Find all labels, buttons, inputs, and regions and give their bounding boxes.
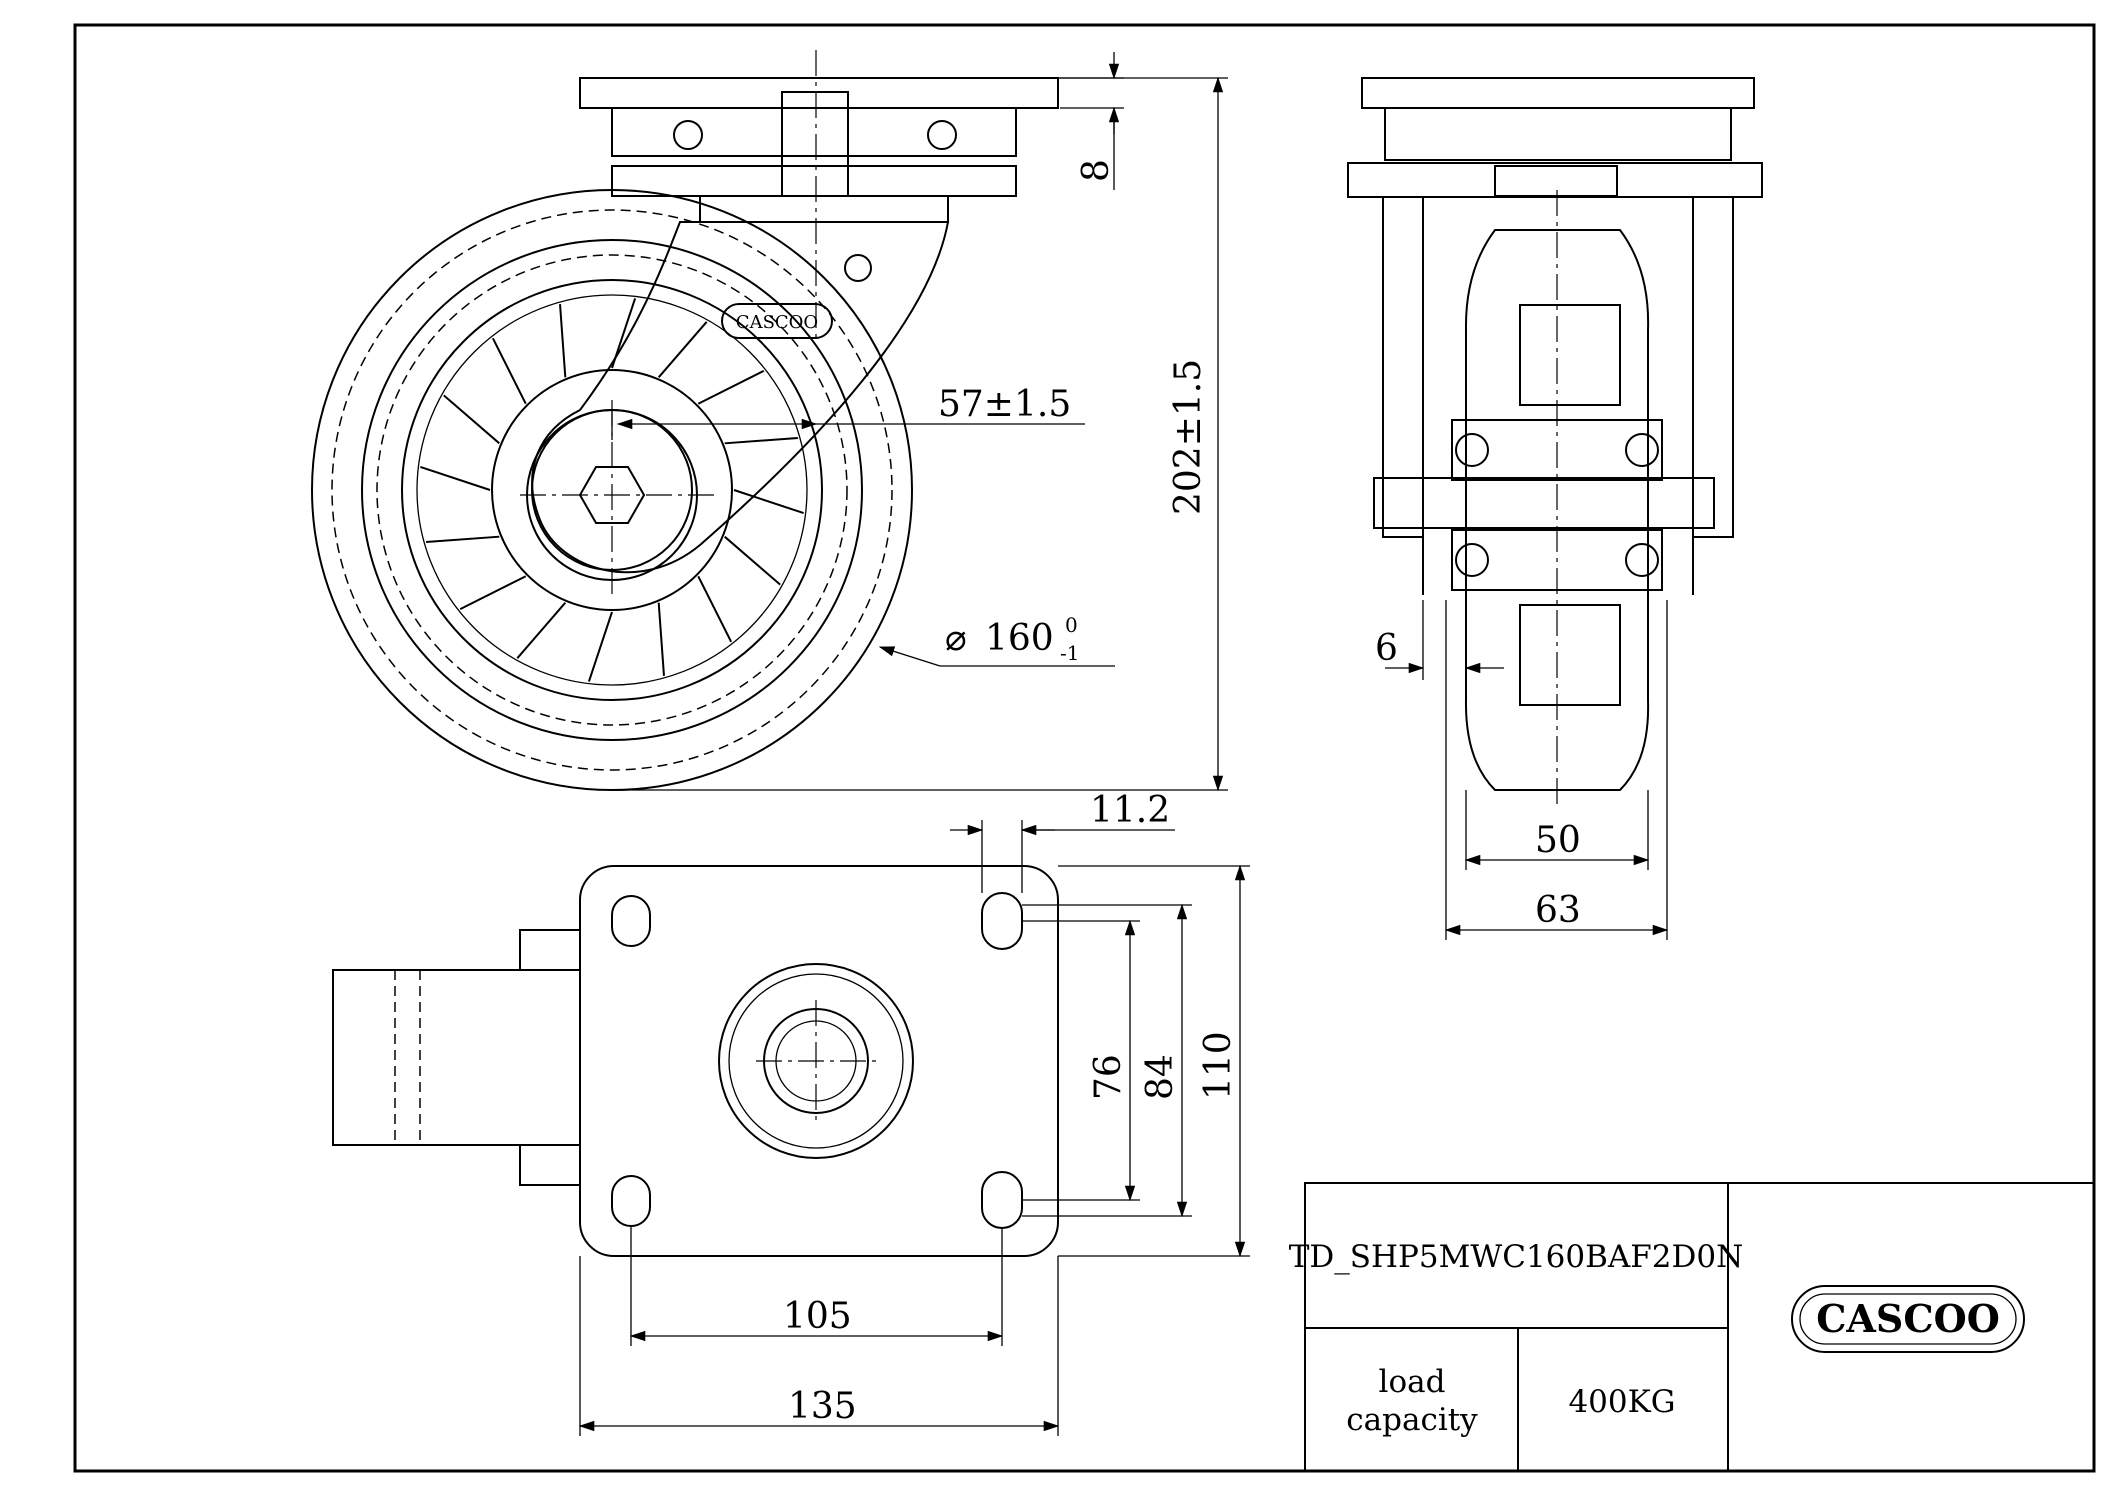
mounting-plate xyxy=(579,865,1059,1257)
wheel-spoke xyxy=(657,602,665,676)
dim-hole-spacing-width: 105 xyxy=(783,1296,852,1337)
wheel-spoke xyxy=(697,369,765,405)
wheel-spoke xyxy=(697,575,733,643)
wheel-spoke xyxy=(491,337,527,405)
dim-hole-spacing-long: 84 xyxy=(1140,1054,1181,1100)
drawing-border xyxy=(73,23,2096,1473)
wheel-spoke xyxy=(516,602,567,659)
fork-arm xyxy=(531,221,950,574)
title-block: TD_SHP5MWC160BAF2D0N load capacity 400KG… xyxy=(1289,1182,2095,1472)
load-label-line1: load xyxy=(1379,1364,1446,1400)
axle xyxy=(1373,477,1715,529)
dim-swivel-offset: 57±1.5 xyxy=(938,384,1071,425)
wheel-spoke xyxy=(724,437,798,445)
dim-plate-width: 135 xyxy=(788,1386,857,1427)
top-view: 11.2 76 84 110 105 135 xyxy=(331,790,1250,1436)
dim-wheel-diameter: 160 xyxy=(985,618,1054,659)
wheel-spoke xyxy=(443,394,500,445)
dim-hole-spacing-short: 76 xyxy=(1088,1054,1129,1100)
dim-wheel-tol-lower: -1 xyxy=(1060,641,1079,665)
company-logo xyxy=(1791,1285,2025,1353)
wheel-spoke xyxy=(420,465,491,491)
wheel-spoke xyxy=(587,611,613,682)
axle-nut xyxy=(578,466,646,524)
wheel-section xyxy=(1464,229,1650,791)
wheel-spoke xyxy=(426,535,500,543)
wheel-spoke xyxy=(459,575,527,611)
wheel-spoke xyxy=(733,489,804,515)
wheel-spoke xyxy=(657,321,708,378)
dim-wheel-width: 50 xyxy=(1535,820,1581,861)
part-number: TD_SHP5MWC160BAF2D0N xyxy=(1289,1239,1743,1275)
dim-hub-gap: 6 xyxy=(1375,628,1398,669)
load-label-line2: capacity xyxy=(1346,1402,1478,1438)
dim-slot-offset: 11.2 xyxy=(1090,790,1170,831)
dim-fork-width: 63 xyxy=(1535,890,1581,931)
fork-logo-text: CASCOO xyxy=(736,312,818,333)
dim-diameter-symbol: ⌀ xyxy=(945,618,967,659)
dim-wheel-tol-upper: 0 xyxy=(1065,613,1078,637)
company-logo-text: CASCOO xyxy=(1816,1296,2000,1341)
wheel-spoke xyxy=(559,304,567,378)
dim-plate-length: 110 xyxy=(1198,1031,1239,1100)
front-view: 6 50 63 xyxy=(1347,77,1763,940)
dim-plate-thickness: 8 xyxy=(1076,159,1117,182)
load-value: 400KG xyxy=(1568,1384,1675,1420)
wheel-spoke xyxy=(724,535,781,586)
side-view: CASCOO 8 202±1.5 57±1.5 ⌀ 160 0 -1 xyxy=(311,50,1228,792)
fork-logo xyxy=(721,303,833,339)
dim-overall-height: 202±1.5 xyxy=(1168,359,1209,515)
